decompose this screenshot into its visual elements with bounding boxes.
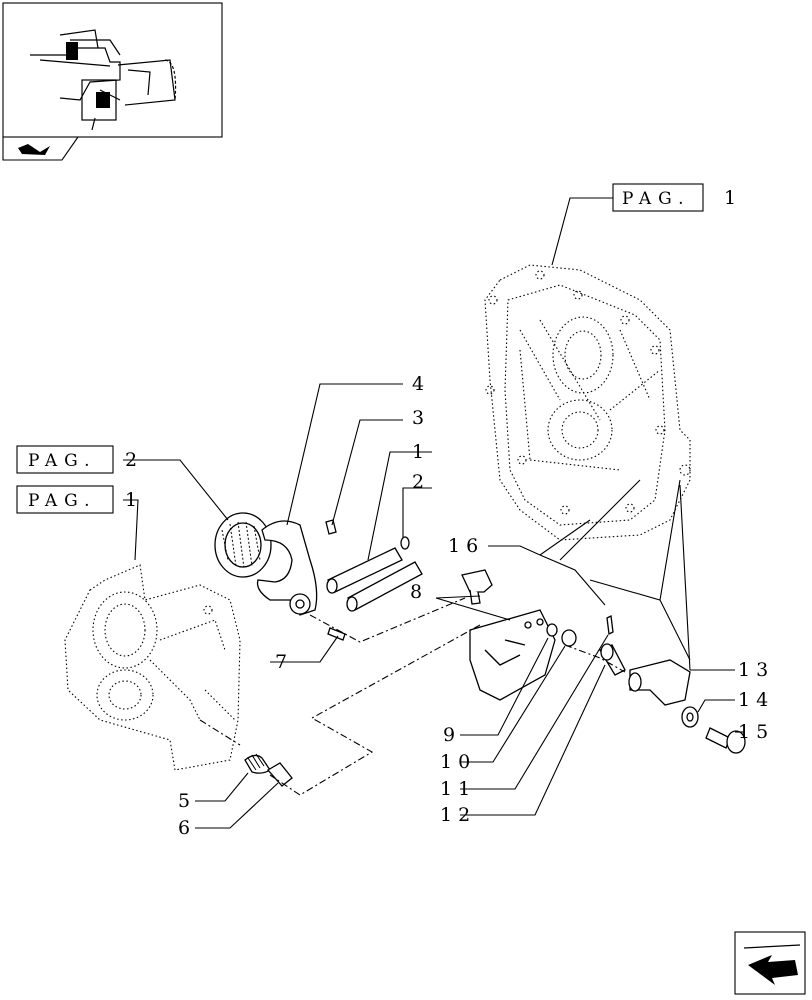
detent-plate[interactable] [469, 609, 556, 701]
callout-1: 1 [412, 441, 430, 463]
spring-5[interactable] [244, 753, 271, 774]
lever-12[interactable] [599, 643, 626, 676]
svg-text:1: 1 [724, 187, 742, 209]
callout-7: 7 [275, 651, 293, 673]
callout-13: 13 [738, 659, 774, 681]
next-page-arrow-icon[interactable] [734, 931, 806, 995]
assembly-thumbnail-icon[interactable] [2, 2, 223, 138]
callout-8: 8 [410, 581, 428, 603]
assembly-paths [199, 597, 626, 796]
callout-3: 3 [412, 407, 430, 429]
gearbox-housing-outline [484, 264, 691, 541]
leader-lines [123, 197, 745, 829]
callout-4: 4 [412, 373, 430, 395]
callout-14: 14 [738, 689, 774, 711]
ref-box-top-right[interactable]: PAG. 1 [612, 183, 742, 212]
synchronizer-ring[interactable] [214, 512, 272, 578]
pin-11[interactable] [606, 615, 614, 635]
callout-6: 6 [178, 817, 196, 839]
small-pin[interactable] [325, 519, 410, 550]
bracket-8[interactable] [461, 569, 493, 605]
bracket-13[interactable] [628, 659, 691, 706]
callout-5: 5 [178, 790, 196, 812]
callout-2: 2 [412, 471, 430, 493]
callout-9: 9 [443, 724, 461, 746]
callout-12: 12 [440, 804, 476, 826]
callout-11: 11 [440, 778, 476, 800]
folder-icon[interactable] [2, 136, 79, 161]
ref-box-left-lower[interactable]: PAG. 1 [16, 485, 143, 514]
washer-14[interactable] [681, 706, 699, 728]
bolt-15[interactable] [705, 727, 746, 754]
plunger-6[interactable] [266, 762, 293, 787]
svg-text:PAG.: PAG. [28, 451, 97, 471]
callout-15: 15 [738, 721, 774, 743]
left-housing-outline [64, 564, 241, 771]
svg-text:PAG.: PAG. [622, 189, 691, 209]
shift-fork[interactable] [256, 520, 318, 616]
svg-text:PAG.: PAG. [28, 491, 97, 511]
shaft-rods[interactable] [326, 547, 423, 612]
roll-pin-7[interactable] [327, 627, 346, 641]
callout-16: 16 [448, 535, 484, 557]
callout-10: 10 [440, 751, 476, 773]
